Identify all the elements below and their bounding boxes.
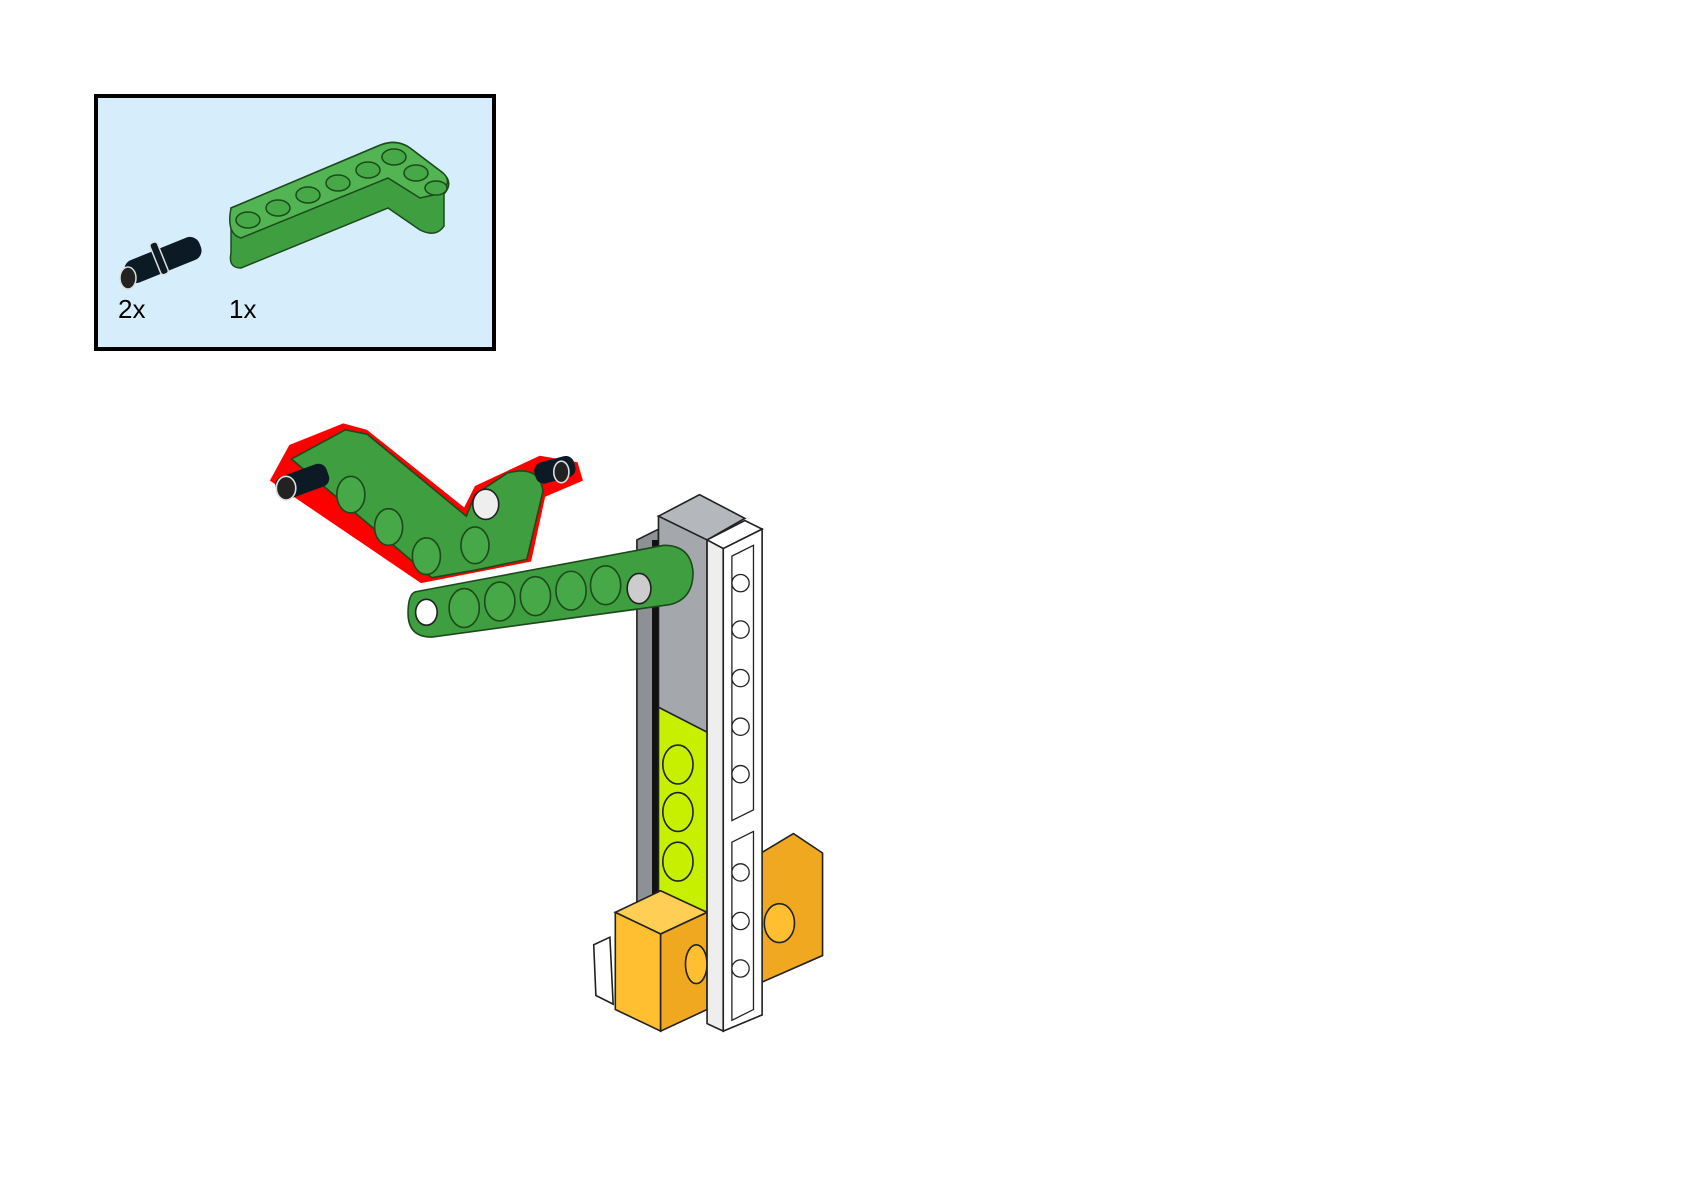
black-pin-left bbox=[275, 463, 330, 501]
orange-bricks bbox=[592, 832, 824, 1033]
green-straight-beam bbox=[407, 544, 694, 638]
lime-beam-section bbox=[657, 705, 708, 914]
pin-quantity-label: 2x bbox=[118, 294, 146, 324]
parts-illustration bbox=[119, 141, 450, 290]
green-l-beam-icon bbox=[229, 141, 450, 269]
white-beam bbox=[705, 519, 764, 1033]
black-pin-right bbox=[534, 455, 576, 484]
beam-quantity-label: 1x bbox=[229, 294, 257, 324]
parts-callout-box: 2x 1x bbox=[94, 94, 496, 351]
black-pin-icon bbox=[119, 236, 202, 290]
new-l-beam-highlighted bbox=[269, 423, 583, 584]
